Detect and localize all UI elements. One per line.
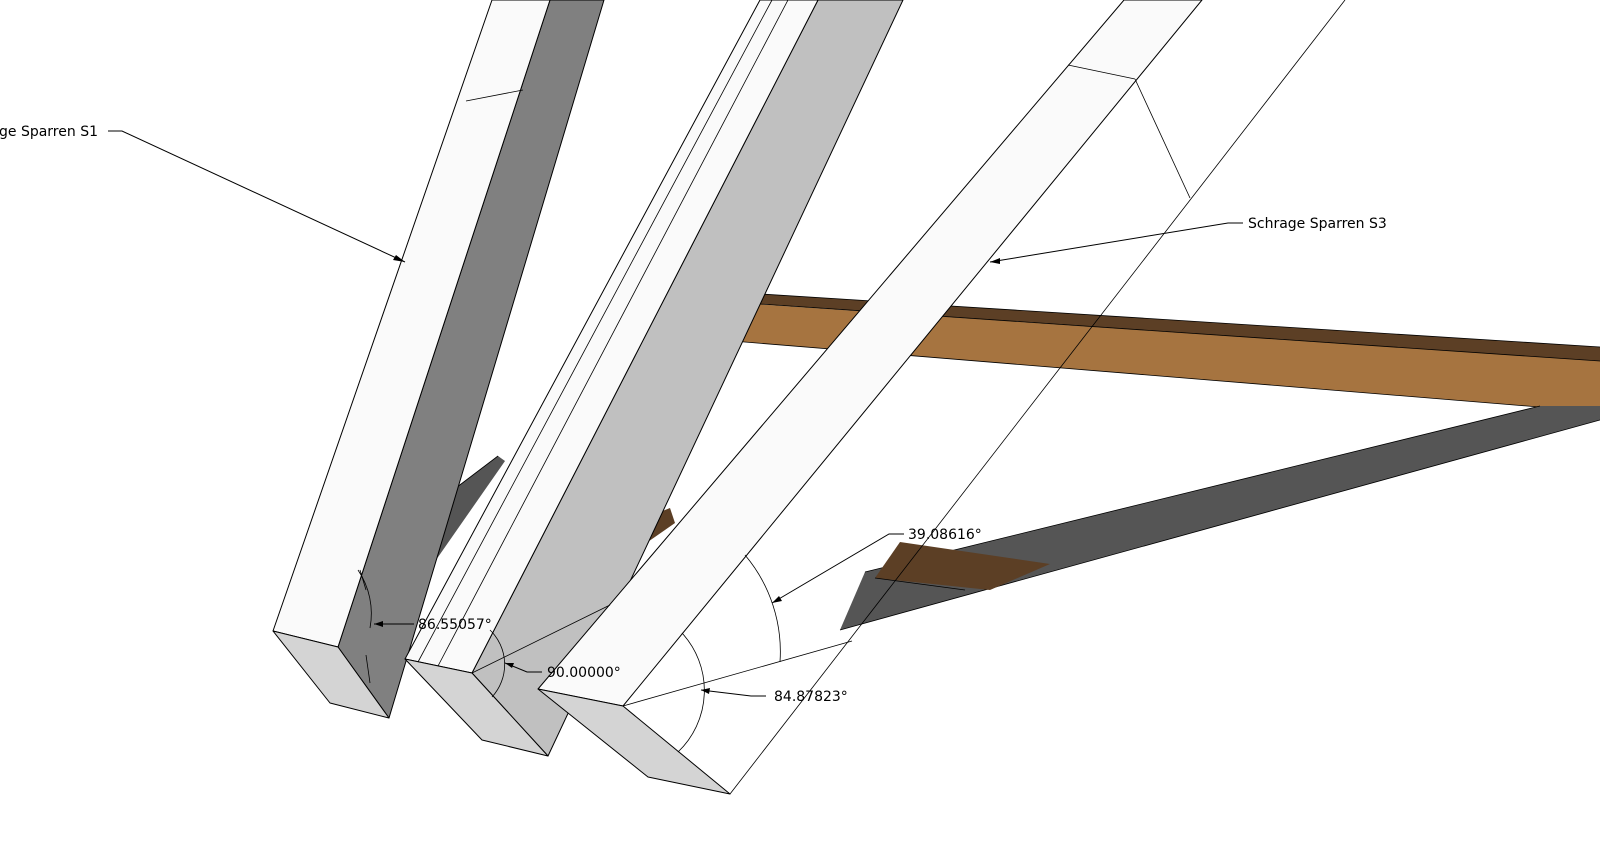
rafter-s2-end: [404, 658, 549, 757]
lower-wood-beam-face: [875, 542, 1050, 590]
rafter-s2: [404, 0, 904, 757]
angle-label-4[interactable]: 39.08616°: [908, 527, 982, 543]
leader-lines: [108, 130, 1243, 697]
rafter-s3-end: [537, 688, 731, 795]
angle-construction-lines: [357, 78, 1191, 753]
angle-label-2[interactable]: 90.00000°: [547, 665, 621, 681]
label-sparren-s1[interactable]: Schrage Sparren S1: [0, 124, 98, 140]
dark-diagonal-beam: [839, 405, 1600, 631]
angle-label-1[interactable]: 86.55057°: [418, 617, 492, 633]
dark-diagonal-beam-face: [840, 406, 1600, 630]
horizontal-beam-upper-face: [720, 303, 1600, 412]
horizontal-beam-upper-top: [745, 293, 1600, 361]
rafter-s1-end: [272, 630, 390, 719]
rafter-s3: [537, 0, 1346, 795]
angle-label-3[interactable]: 84.87823°: [774, 689, 848, 705]
rafter-s1: [272, 0, 605, 719]
label-sparren-s3[interactable]: Schrage Sparren S3: [1248, 216, 1387, 232]
